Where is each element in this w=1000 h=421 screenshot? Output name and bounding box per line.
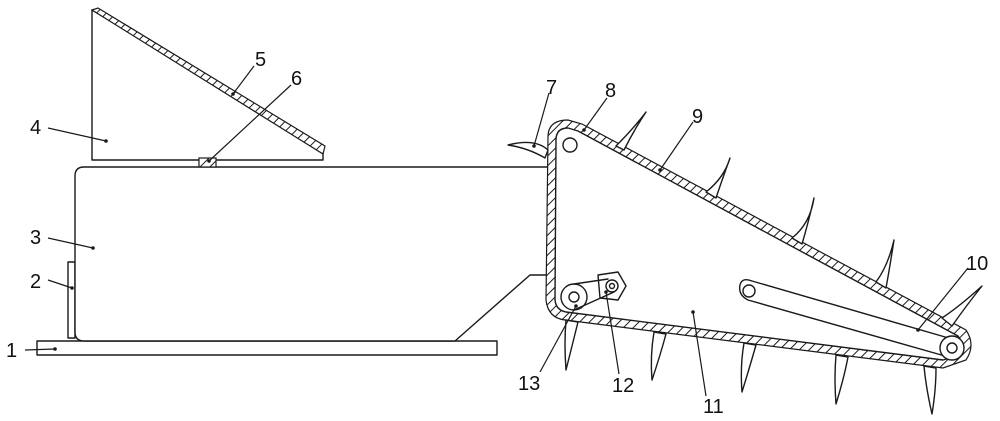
top-roller bbox=[562, 137, 578, 153]
base-plate bbox=[36, 340, 498, 356]
label-1: 1 bbox=[6, 340, 17, 362]
label-6: 6 bbox=[291, 68, 302, 90]
connector bbox=[198, 157, 217, 168]
label-11: 11 bbox=[703, 396, 724, 418]
belt-small bbox=[573, 278, 615, 311]
bottom-tines bbox=[564, 319, 937, 415]
label-13: 13 bbox=[518, 373, 540, 395]
label-5: 5 bbox=[255, 49, 266, 71]
label-2: 2 bbox=[30, 271, 41, 293]
inner-pulley-left bbox=[742, 284, 756, 298]
drive-sprocket-hub bbox=[568, 291, 580, 303]
label-7: 7 bbox=[546, 77, 557, 99]
label-3: 3 bbox=[30, 227, 41, 249]
label-12: 12 bbox=[612, 375, 634, 397]
label-10: 10 bbox=[966, 253, 988, 275]
main-body bbox=[74, 166, 556, 342]
inner-pulley-right-hub bbox=[946, 342, 958, 354]
hopper bbox=[91, 9, 324, 161]
motor-shaft-inner bbox=[608, 282, 616, 290]
top-tines bbox=[507, 111, 983, 327]
label-8: 8 bbox=[605, 80, 616, 102]
side-plate bbox=[67, 261, 76, 339]
inclined-plate bbox=[90, 7, 326, 155]
label-9: 9 bbox=[692, 106, 703, 128]
label-4: 4 bbox=[30, 117, 41, 139]
leader-lines bbox=[24, 65, 969, 397]
